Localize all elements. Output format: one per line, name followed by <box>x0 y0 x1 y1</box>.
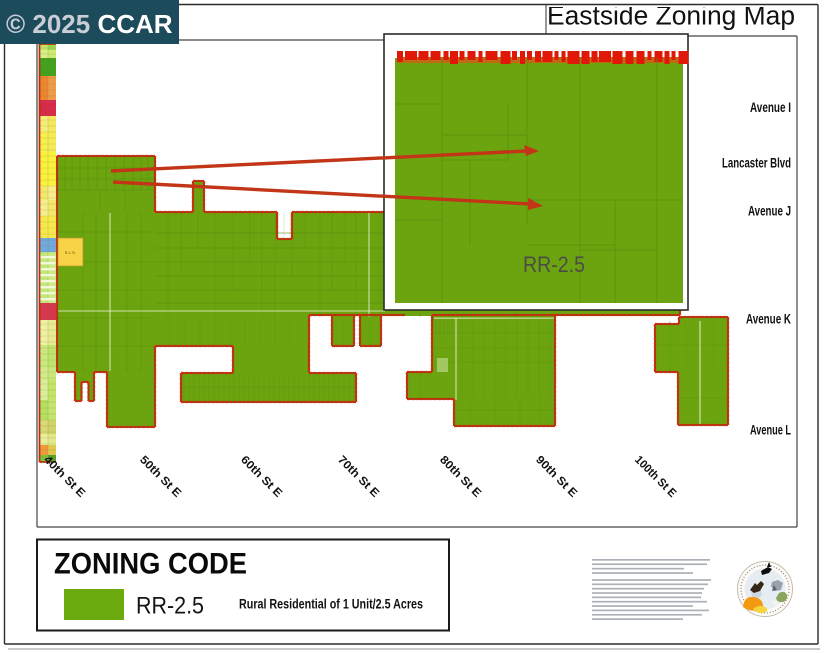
svg-text:80th St E: 80th St E <box>437 454 483 500</box>
svg-text:ZONING CODE: ZONING CODE <box>54 548 247 581</box>
svg-text:70th St E: 70th St E <box>335 454 381 500</box>
svg-text:Eastside Zoning Map: Eastside Zoning Map <box>547 0 795 30</box>
svg-text:RR-2.5: RR-2.5 <box>523 252 585 277</box>
svg-text:© 2025 CCAR: © 2025 CCAR <box>6 9 173 39</box>
svg-text:Avenue J: Avenue J <box>748 204 791 219</box>
svg-text:RR-2.5: RR-2.5 <box>136 593 204 620</box>
svg-text:40th St E: 40th St E <box>41 454 87 500</box>
svg-text:Avenue L: Avenue L <box>750 423 791 438</box>
svg-text:Rural Residential of 1 Unit/2.: Rural Residential of 1 Unit/2.5 Acres <box>239 597 423 612</box>
svg-text:90th St E: 90th St E <box>533 454 579 500</box>
svg-text:100th St E: 100th St E <box>632 454 678 500</box>
svg-text:50th St E: 50th St E <box>137 454 183 500</box>
svg-text:60th St E: 60th St E <box>238 454 284 500</box>
svg-text:Lancaster Blvd: Lancaster Blvd <box>722 156 791 171</box>
svg-text:Avenue I: Avenue I <box>750 100 791 115</box>
svg-text:Avenue K: Avenue K <box>746 312 791 327</box>
svg-text:R-1-7k: R-1-7k <box>65 251 76 255</box>
